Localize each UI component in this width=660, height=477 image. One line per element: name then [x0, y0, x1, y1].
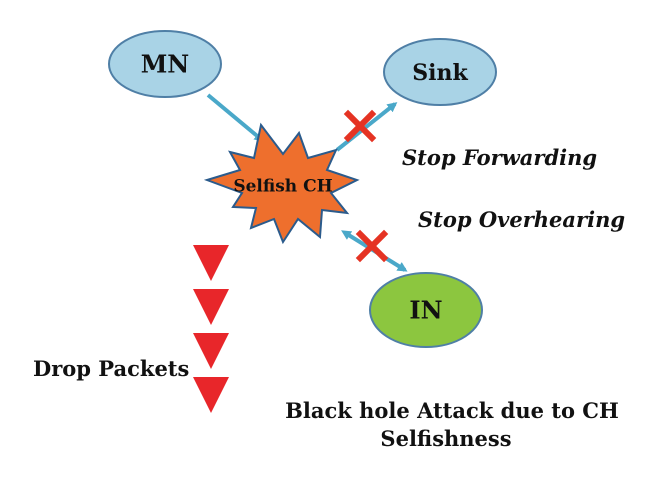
red-down-triangle-icon [193, 333, 229, 369]
node-mn: MN [108, 30, 222, 98]
caption-line-1: Black hole Attack due to CH [285, 398, 619, 423]
red-down-triangle-icon [193, 377, 229, 413]
node-sink-label: Sink [412, 60, 468, 86]
red-x-cross-icon [355, 229, 389, 263]
red-down-triangle-icon [193, 245, 229, 281]
red-down-triangle-icon [193, 289, 229, 325]
caption-line-2: Selfishness [380, 426, 511, 451]
red-x-cross-icon [343, 109, 377, 143]
drop-packets-triangles [193, 245, 229, 413]
drop-packets-label: Drop Packets [33, 356, 189, 381]
node-in: IN [369, 272, 483, 348]
arrow-mn-to-ch [206, 93, 265, 142]
node-selfish-ch-label: Selfish CH [233, 177, 332, 197]
stop-overhearing-label: Stop Overhearing [418, 207, 625, 232]
stop-forwarding-label: Stop Forwarding [402, 145, 597, 170]
node-sink: Sink [383, 38, 497, 106]
arrow-ch-to-sink [335, 102, 398, 152]
node-selfish-ch: Selfish CH [203, 122, 360, 245]
node-mn-label: MN [141, 50, 190, 79]
star-burst-shape [203, 122, 360, 245]
node-in-label: IN [409, 296, 442, 325]
